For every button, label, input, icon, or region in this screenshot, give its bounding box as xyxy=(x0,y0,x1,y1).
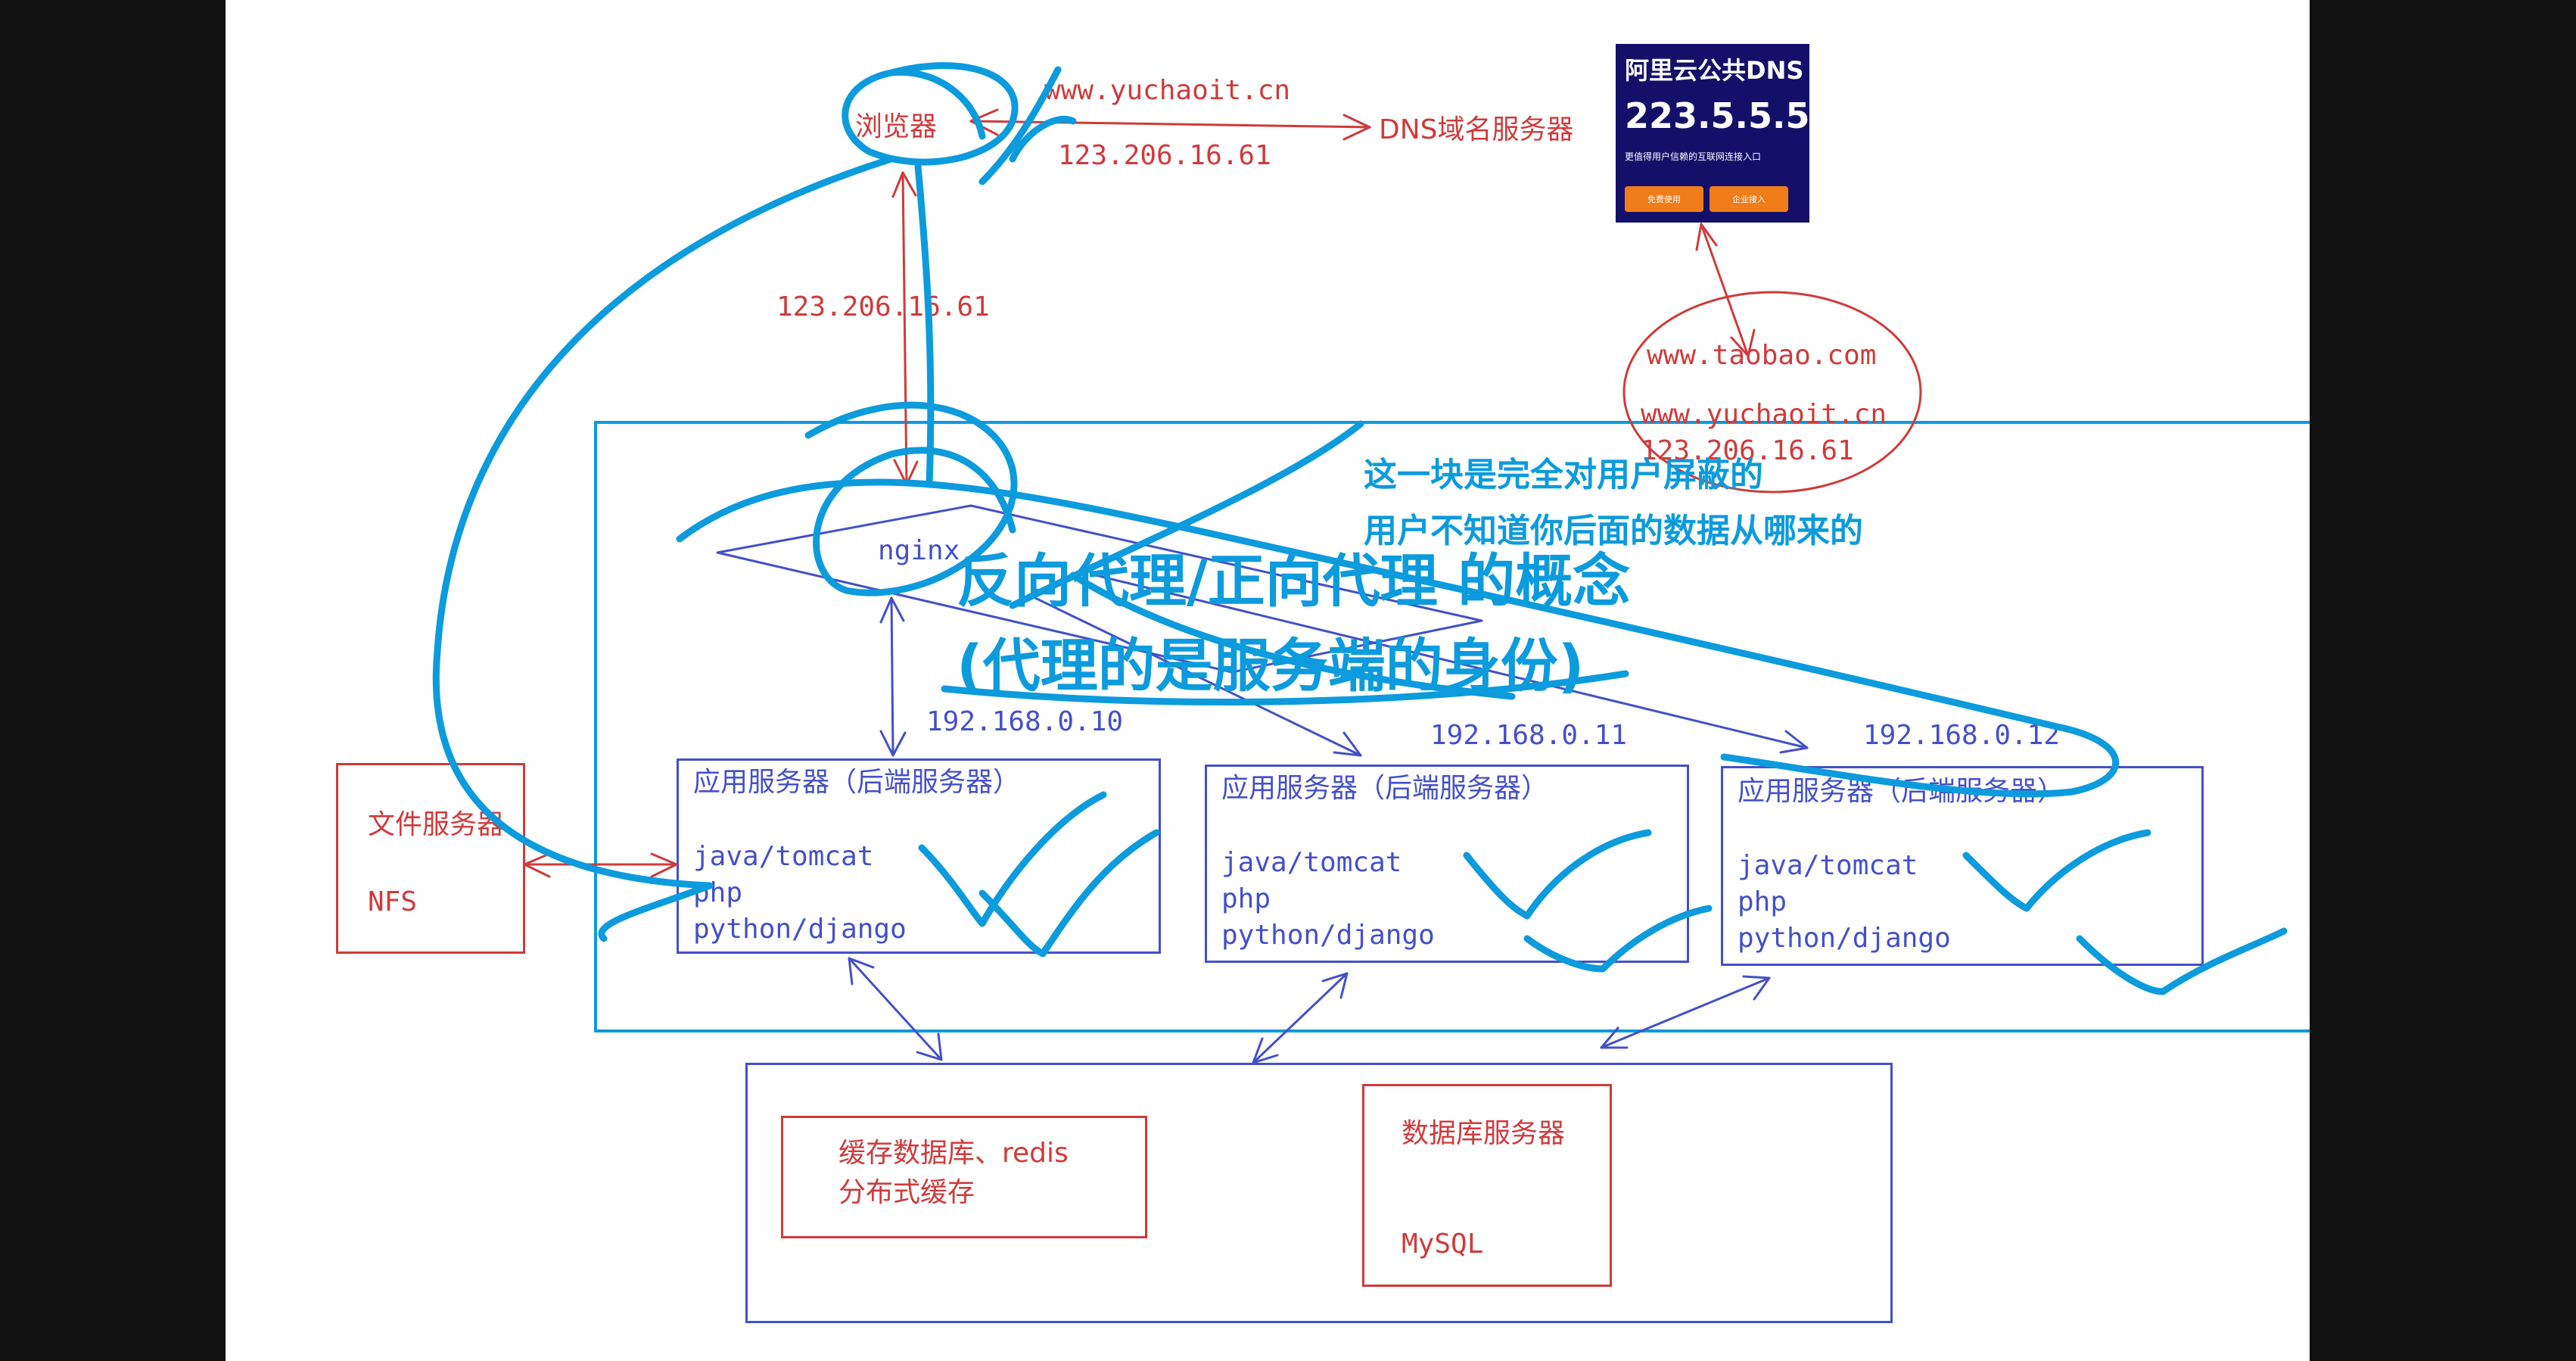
check-app2 xyxy=(1463,829,1713,973)
browser-resolved-ip: 123.206.16.61 xyxy=(1058,140,1271,171)
app-server-title-2: 应用服务器（后端服务器） xyxy=(1221,773,1549,804)
app-server-line-2-2: php xyxy=(1221,883,1271,914)
dns-banner-subtitle: 更值得用户信赖的互联网连接入口 xyxy=(1625,151,1762,162)
browser-label: 浏览器 xyxy=(855,111,938,142)
file-server-box xyxy=(336,763,525,954)
dns-free-use-button[interactable]: 免费使用 xyxy=(1625,186,1703,212)
nginx-label: nginx xyxy=(878,535,960,566)
browser-down-stroke xyxy=(914,163,935,488)
loop-to-file-server xyxy=(432,155,895,942)
dns-to-records-arrow xyxy=(1700,223,1750,357)
check-app1 xyxy=(918,791,1160,958)
nginx-to-app1-arrow xyxy=(890,596,894,757)
cache-db-line1: 缓存数据库、redis xyxy=(838,1138,1069,1169)
file-server-type: NFS xyxy=(368,886,418,917)
db-server-type: MySQL xyxy=(1402,1229,1484,1260)
file-server-title: 文件服务器 xyxy=(368,809,505,840)
cache-db-box xyxy=(781,1116,1147,1238)
browser-to-nginx-arrow xyxy=(901,171,908,486)
cache-db-line2: 分布式缓存 xyxy=(838,1177,975,1208)
dns-server-label: DNS域名服务器 xyxy=(1379,114,1574,145)
annotation-hidden-line1: 这一块是完全对用户屏蔽的 xyxy=(1364,456,1763,494)
browser-to-dns-arrow xyxy=(969,120,1371,129)
browser-domain: www.yuchaoit.cn xyxy=(1044,75,1291,106)
dns-enterprise-button[interactable]: 企业接入 xyxy=(1710,186,1788,212)
nginx-platform xyxy=(716,504,1483,674)
dns-banner-ip: 223.5.5.5 xyxy=(1625,95,1810,136)
dns-records-ellipse xyxy=(1622,291,1922,494)
app-server-line-3-3: python/django xyxy=(1738,923,1951,954)
dns-banner-title: 阿里云公共DNS xyxy=(1625,56,1804,85)
backend-zone-frame xyxy=(594,421,2310,1032)
dns-record-taobao: www.taobao.com xyxy=(1647,340,1877,371)
aliyun-dns-banner: 阿里云公共DNS 223.5.5.5 更值得用户信赖的互联网连接入口 免费使用 … xyxy=(1616,44,1809,223)
app-server-line-2-1: java/tomcat xyxy=(1221,847,1402,878)
db-server-title: 数据库服务器 xyxy=(1402,1118,1566,1149)
app-server-line-3-2: php xyxy=(1738,886,1787,917)
nginx-swoosh xyxy=(676,478,2119,798)
app-server-box-3 xyxy=(1721,766,2204,966)
check-app3 xyxy=(1962,829,2288,995)
app-server-line-3-1: java/tomcat xyxy=(1738,850,1918,881)
app-server-title-1: 应用服务器（后端服务器） xyxy=(693,767,1021,798)
concept-underline xyxy=(941,670,1629,705)
app-server-ip-1: 192.168.0.10 xyxy=(926,706,1124,737)
nginx-to-app2-arrow xyxy=(1034,596,1362,757)
app-server-line-1-3: python/django xyxy=(693,914,907,945)
dns-record-yuchaoit: www.yuchaoit.cn xyxy=(1641,399,1887,430)
storage-zone-frame xyxy=(745,1063,1893,1323)
connector-lines xyxy=(523,108,1922,1064)
app1-to-storage-arrow xyxy=(848,957,943,1061)
app-server-ip-2: 192.168.0.11 xyxy=(1430,720,1628,751)
app-server-ip-3: 192.168.0.12 xyxy=(1863,720,2061,751)
right-letterbox xyxy=(2310,0,2576,1361)
app-server-line-1-1: java/tomcat xyxy=(693,841,874,872)
app-server-line-2-3: python/django xyxy=(1221,920,1435,951)
app3-to-storage-arrow xyxy=(1600,976,1771,1049)
proxy-ip-label: 123.206.16.61 xyxy=(776,291,990,322)
app-server-box-2 xyxy=(1205,765,1689,963)
db-server-box xyxy=(1362,1084,1612,1287)
nginx-scribble xyxy=(804,401,1018,596)
whiteboard-canvas: 阿里云公共DNS 223.5.5.5 更值得用户信赖的互联网连接入口 免费使用 … xyxy=(226,0,2310,1361)
left-letterbox xyxy=(0,0,226,1361)
freehand-annotations xyxy=(432,62,2288,995)
annotation-hidden-line2: 用户不知道你后面的数据从哪来的 xyxy=(1364,512,1863,550)
nginx-to-app3-arrow xyxy=(1094,574,1809,749)
app2-to-storage-arrow xyxy=(1252,972,1349,1064)
app-server-box-1 xyxy=(677,758,1161,954)
browser-scribble xyxy=(842,62,1019,166)
dns-record-ip: 123.206.16.61 xyxy=(1641,435,1854,466)
